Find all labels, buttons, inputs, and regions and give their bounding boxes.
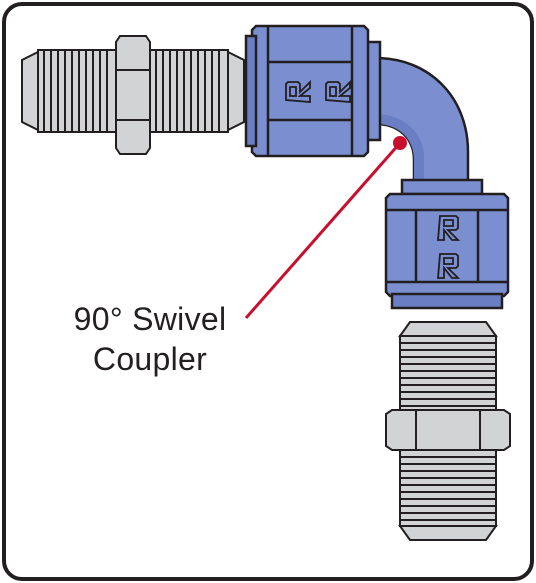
threads-right	[155, 50, 220, 132]
leader-line	[244, 142, 402, 319]
flare-tip-left	[21, 50, 39, 132]
threads-left	[43, 50, 108, 132]
threads-upper	[400, 342, 496, 407]
thread-body-right	[149, 49, 229, 133]
callout-label-line1: 90° Swivel	[73, 301, 227, 337]
threads-lower	[400, 456, 496, 521]
nut-bottom-logo	[437, 215, 461, 279]
hex-center-bottom	[385, 409, 511, 451]
thread-body-upper	[399, 335, 497, 411]
logo-r-icon	[285, 79, 311, 103]
flare-tip-top	[398, 321, 498, 337]
flare-tip-right	[227, 50, 245, 132]
flare-tip-bottom	[398, 525, 498, 541]
leader-dot	[393, 136, 407, 150]
callout-label-line2: Coupler	[92, 341, 208, 377]
nut-top-body	[250, 24, 370, 158]
nut-top-logo	[285, 79, 351, 103]
elbow-collar-bottom	[400, 178, 484, 196]
elbow-tube-shade	[376, 114, 424, 186]
hex-center-left	[115, 35, 151, 155]
coupler-nut-bottom	[384, 192, 510, 310]
thread-body-lower	[399, 449, 497, 527]
thread-body-left	[37, 49, 117, 133]
logo-r-icon	[437, 253, 461, 279]
straight-fitting-bottom	[385, 321, 511, 541]
logo-r-icon	[437, 215, 461, 241]
coupler-nut-top	[244, 24, 370, 158]
logo-r-icon	[325, 79, 351, 103]
straight-fitting-left	[21, 35, 245, 155]
nut-bottom-ring	[390, 292, 504, 310]
nut-top-left-ring	[244, 34, 258, 148]
